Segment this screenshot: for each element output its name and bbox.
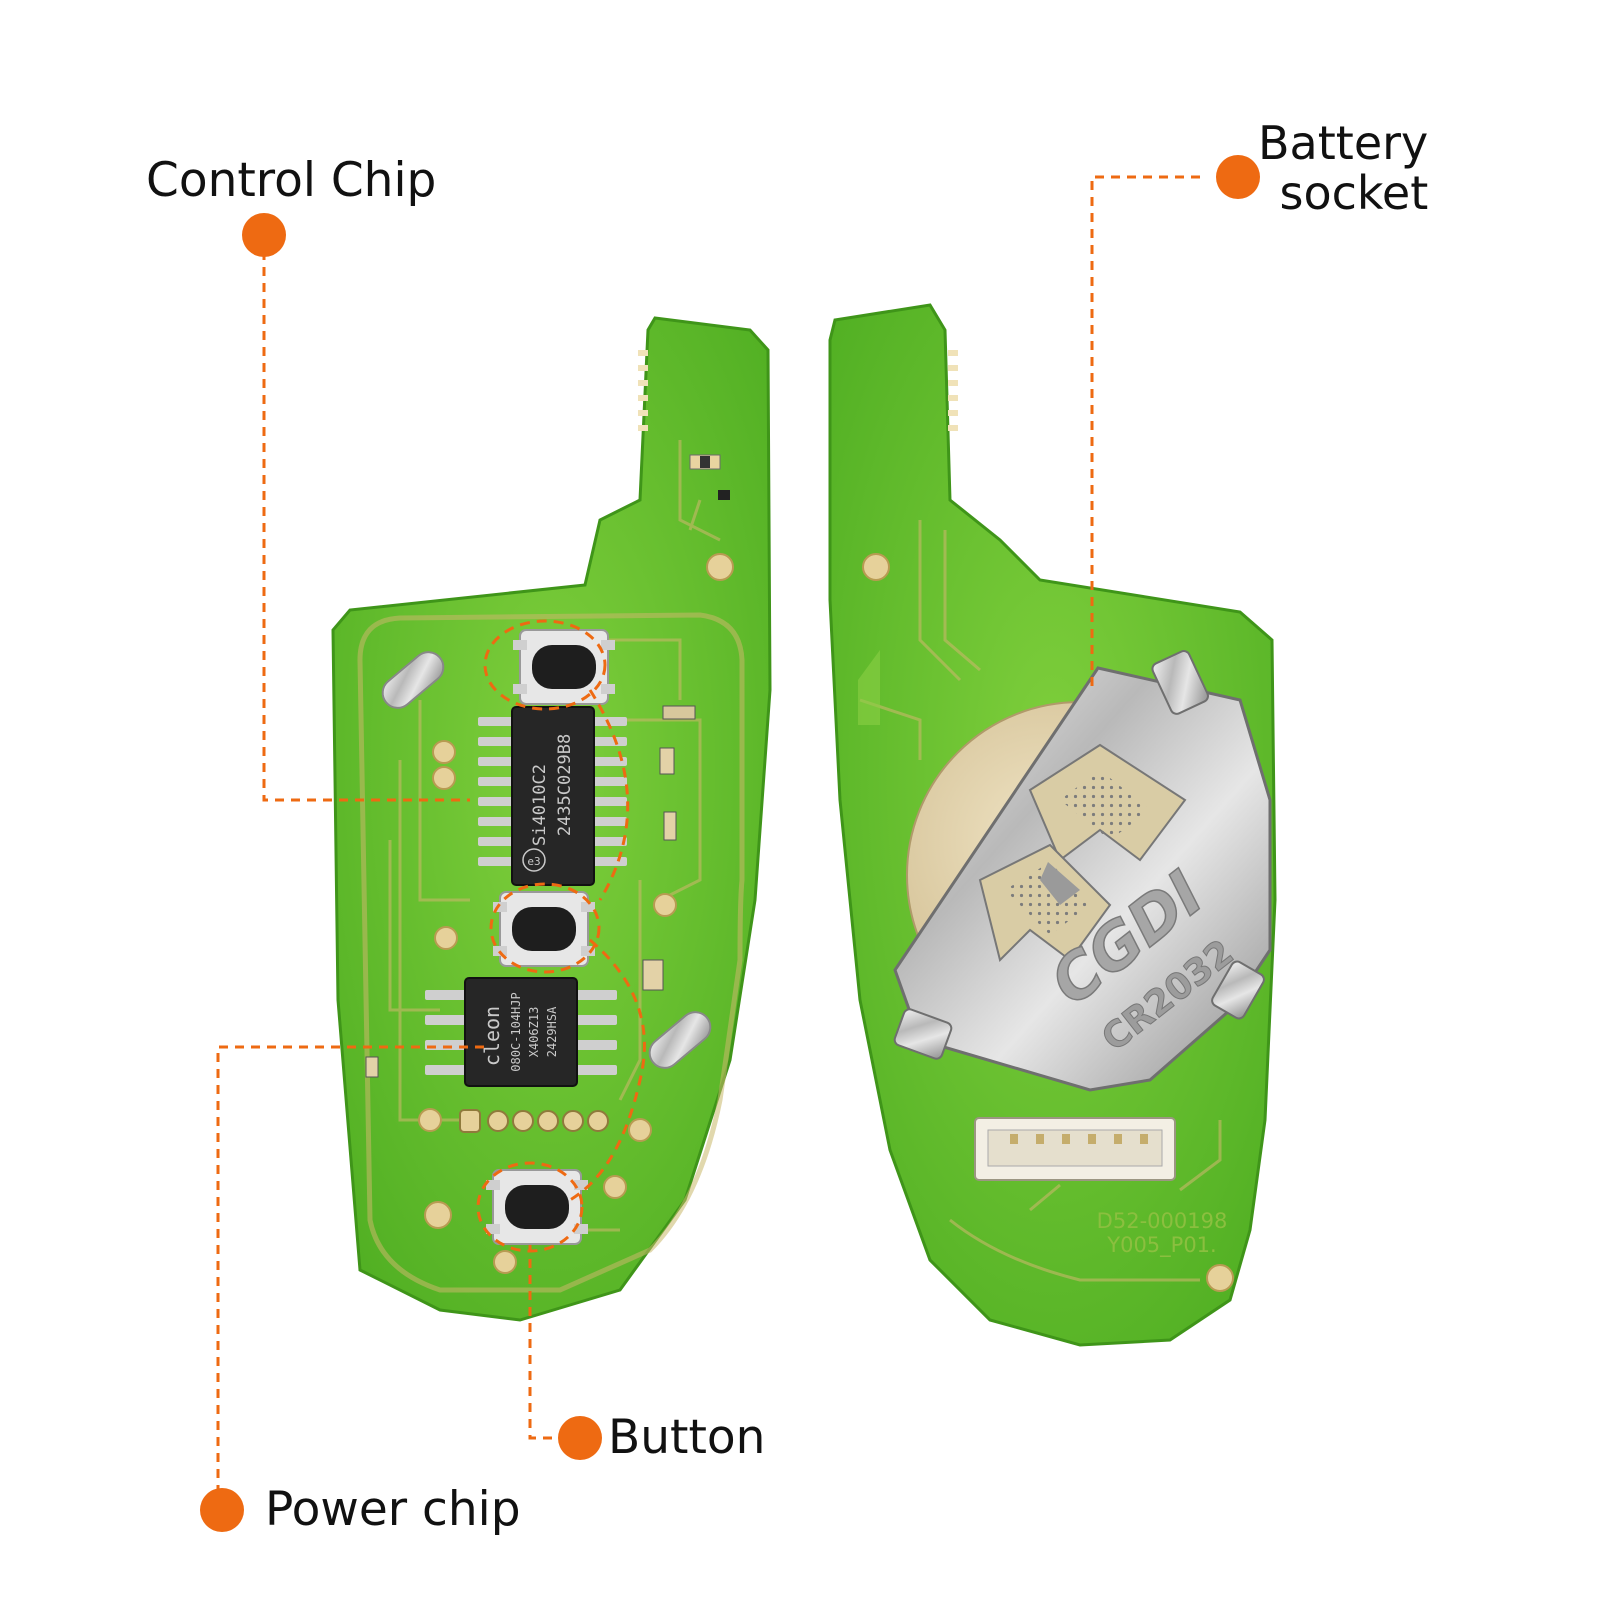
six-pin-connector bbox=[974, 1117, 1176, 1181]
highlight-outlines bbox=[476, 619, 646, 1253]
button-callout-dot bbox=[558, 1416, 602, 1460]
battery-socket-label: Battery socket bbox=[1258, 118, 1428, 218]
control-chip-marking-2: 2435C029B8 bbox=[555, 734, 575, 836]
programming-pads bbox=[459, 1109, 609, 1133]
tactile-button-top bbox=[513, 629, 615, 705]
power-chip-marking-2: X406Z13 bbox=[527, 1007, 541, 1058]
board-code-line-2: Y005_P01. bbox=[1106, 1233, 1216, 1258]
power-chip-marking-3: 2429HSA bbox=[545, 1006, 559, 1057]
button-label: Button bbox=[608, 1410, 766, 1465]
control-chip-logo: e3 bbox=[527, 855, 540, 868]
board-code-line-1: D52-000198 bbox=[1097, 1209, 1228, 1233]
control-chip-label: Control Chip bbox=[146, 153, 437, 208]
battery-socket-label-line-1: Battery bbox=[1258, 116, 1429, 170]
power-chip-label: Power chip bbox=[265, 1482, 521, 1537]
power-chip: cleon 080C-104HJP X406Z13 2429HSA bbox=[425, 977, 617, 1087]
battery-socket-label-line-2: socket bbox=[1279, 166, 1429, 220]
tactile-button-bottom bbox=[486, 1169, 588, 1245]
left-pcb-board: Si4010C2 2435C029B8 e3 cleon 080C-104HJP… bbox=[331, 316, 772, 1322]
power-chip-brand: cleon bbox=[480, 1006, 504, 1066]
power-chip-marking-1: 080C-104HJP bbox=[509, 992, 523, 1071]
callout-lines bbox=[216, 175, 1200, 1510]
tactile-button-middle bbox=[493, 891, 595, 967]
control-chip-marking-1: Si4010C2 bbox=[530, 764, 550, 846]
control-chip-callout-dot bbox=[242, 213, 286, 257]
battery-socket-callout-dot bbox=[1216, 155, 1260, 199]
right-pcb-board: CGDI CR2032 D52-000198 Y005_P01. bbox=[828, 303, 1277, 1347]
power-chip-callout-dot bbox=[200, 1488, 244, 1532]
